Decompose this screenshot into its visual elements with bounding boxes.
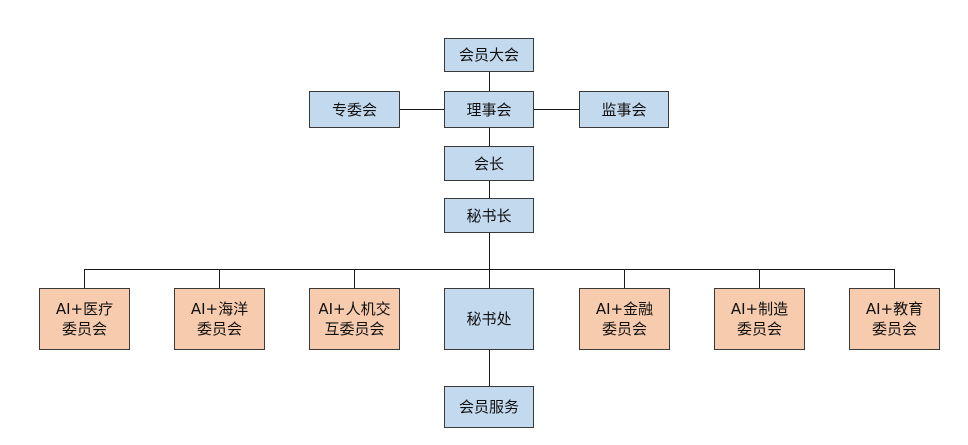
node-member-services: 会员服务 bbox=[444, 386, 534, 428]
node-committee-hci: AI+人机交 互委员会 bbox=[309, 288, 400, 350]
connector-council-supervisory bbox=[534, 109, 580, 110]
committee-ocean-line2: 委员会 bbox=[196, 320, 242, 338]
connector-secretary-general-bus bbox=[489, 232, 490, 289]
connector-special-committee-council bbox=[399, 109, 445, 110]
node-president-label: 会长 bbox=[473, 154, 504, 173]
committee-manufacturing-line2: 委员会 bbox=[736, 320, 782, 338]
connector-secretariat-services bbox=[489, 349, 490, 387]
node-supervisory-board: 监事会 bbox=[579, 91, 669, 128]
node-committee-manufacturing: AI+制造 委员会 bbox=[714, 288, 805, 350]
committee-manufacturing-line1: AI+制造 bbox=[730, 300, 789, 318]
committee-finance-line1: AI+金融 bbox=[595, 300, 654, 318]
node-committee-education: AI+教育 委员会 bbox=[849, 288, 940, 350]
node-supervisory-board-label: 监事会 bbox=[601, 100, 647, 119]
node-member-services-label: 会员服务 bbox=[458, 398, 519, 416]
committee-finance-line2: 委员会 bbox=[601, 320, 647, 338]
committee-medical-line1: AI+医疗 bbox=[55, 300, 114, 318]
committee-medical-line2: 委员会 bbox=[61, 320, 107, 338]
committee-education-line1: AI+教育 bbox=[865, 300, 924, 318]
node-secretariat: 秘书处 bbox=[444, 288, 534, 350]
committee-ocean-line1: AI+海洋 bbox=[190, 300, 249, 318]
connector-drop-3 bbox=[354, 269, 355, 289]
committee-hci-line2: 互委员会 bbox=[324, 320, 385, 338]
connector-drop-2 bbox=[219, 269, 220, 289]
committee-education-line2: 委员会 bbox=[871, 320, 917, 338]
node-secretary-general: 秘书长 bbox=[444, 198, 534, 233]
node-committee-medical: AI+医疗 委员会 bbox=[39, 288, 130, 350]
node-president: 会长 bbox=[444, 146, 534, 181]
node-council-label: 理事会 bbox=[466, 100, 512, 119]
node-general-assembly-label: 会员大会 bbox=[458, 46, 519, 64]
node-secretary-general-label: 秘书长 bbox=[466, 206, 512, 225]
connector-drop-7 bbox=[894, 269, 895, 289]
connector-horizontal-bus bbox=[84, 269, 895, 270]
node-special-committee-label: 专委会 bbox=[331, 100, 377, 119]
node-secretariat-label: 秘书处 bbox=[466, 310, 512, 328]
connector-drop-1 bbox=[84, 269, 85, 289]
node-council: 理事会 bbox=[444, 91, 534, 128]
node-committee-finance: AI+金融 委员会 bbox=[579, 288, 670, 350]
connector-council-president bbox=[489, 127, 490, 147]
node-committee-ocean: AI+海洋 委员会 bbox=[174, 288, 265, 350]
connector-drop-6 bbox=[759, 269, 760, 289]
connector-drop-5 bbox=[624, 269, 625, 289]
connector-assembly-council bbox=[489, 71, 490, 92]
node-special-committee: 专委会 bbox=[309, 91, 400, 128]
node-general-assembly: 会员大会 bbox=[444, 38, 534, 72]
connector-president-secretary-general bbox=[489, 180, 490, 199]
committee-hci-line1: AI+人机交 bbox=[318, 300, 391, 318]
